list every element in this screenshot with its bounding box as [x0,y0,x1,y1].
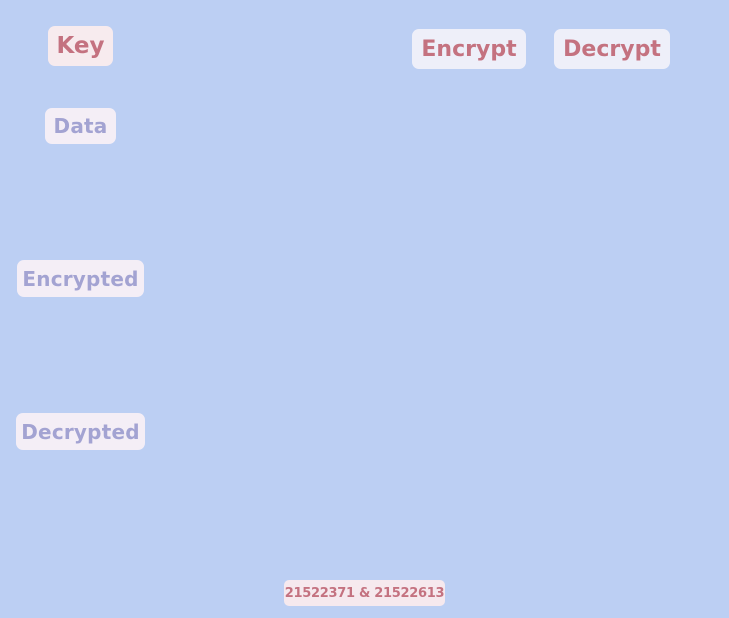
data-label: Data [45,108,116,144]
decrypt-button[interactable]: Decrypt [554,29,670,69]
decrypted-label: Decrypted [16,413,145,450]
encrypt-button[interactable]: Encrypt [412,29,526,69]
encrypted-label: Encrypted [17,260,144,297]
key-label: Key [48,26,113,66]
footer-student-ids: 21522371 & 21522613 [284,580,445,606]
